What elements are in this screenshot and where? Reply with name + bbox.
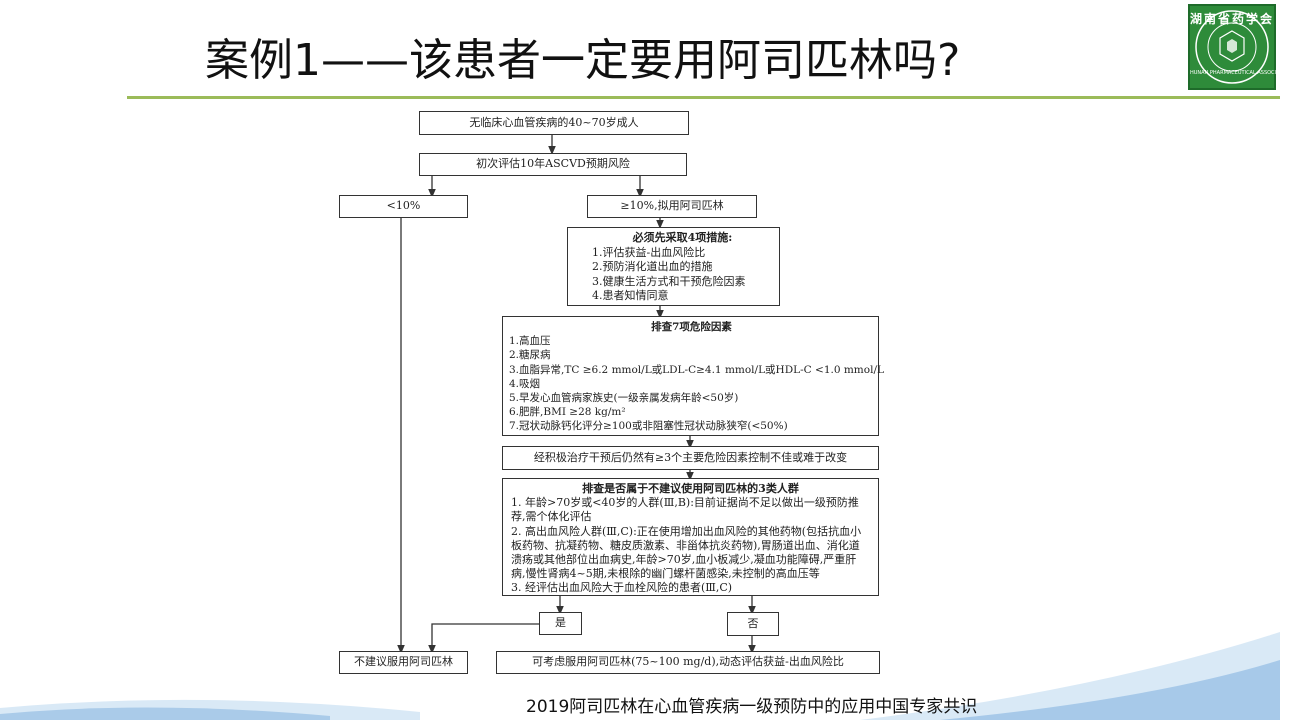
risk-factor-item: 4.吸烟 [509, 377, 541, 390]
exclusion-item: 2. 高出血风险人群(Ⅲ,C):正在使用增加出血风险的其他药物(包括抗血小板药物… [511, 524, 862, 581]
measures-heading: 必须先采取4项措施: [632, 231, 733, 244]
measures-item: 2.预防消化道出血的措施 [592, 260, 713, 273]
association-logo: 湖南省药学会 HUNAN PHARMACEUTICAL ASSOCIATION [1188, 4, 1291, 90]
page-title: 案例1——该患者一定要用阿司匹林吗? [205, 35, 961, 86]
risk-factor-item: 2.糖尿病 [509, 349, 551, 362]
logo-emblem-icon [1195, 10, 1269, 84]
low-risk-box: <10% [339, 195, 468, 218]
measures-item: 4.患者知情同意 [592, 289, 669, 302]
measures-item: 3.健康生活方式和干预危险因素 [592, 274, 746, 288]
start-box: 无临床心血管疾病的40~70岁成人 [419, 111, 689, 135]
risk-factor-item: 5.早发心血管病家族史(一级亲属发病年龄<50岁) [509, 392, 739, 405]
no-box: 否 [727, 612, 779, 636]
risk-factors-box: 排查7项危险因素 1.高血压 2.糖尿病 3.血脂异常,TC ≥6.2 mmol… [502, 316, 884, 436]
exclusion-item: 3. 经评估出血风险大于血栓风险的患者(Ⅲ,C) [511, 581, 733, 595]
risk-factors-heading: 排查7项危险因素 [651, 321, 732, 333]
risk-factor-item: 1.高血压 [509, 335, 551, 348]
assess-box: 初次评估10年ASCVD预期风险 [419, 153, 687, 176]
logo-text: 湖南省药学会 [1190, 12, 1275, 26]
exclusion-heading: 排查是否属于不建议使用阿司匹林的3类人群 [582, 482, 799, 495]
yes-box: 是 [539, 612, 582, 635]
citation: 2019阿司匹林在心血管疾病一级预防中的应用中国专家共识 [526, 697, 978, 717]
logo-subtext: HUNAN PHARMACEUTICAL ASSOCIATION [1190, 70, 1291, 76]
risk-factor-item: 3.血脂异常,TC ≥6.2 mmol/L或LDL-C≥4.1 mmol/L或H… [509, 363, 884, 376]
high-risk-box: ≥10%,拟用阿司匹林 [587, 195, 757, 218]
risk-factor-item: 6.肥胖,BMI ≥28 kg/m² [509, 406, 626, 419]
exclusion-box: 排查是否属于不建议使用阿司匹林的3类人群 1. 年龄>70岁或<40岁的人群(Ⅲ… [502, 478, 879, 596]
consider-aspirin-box: 可考虑服用阿司匹林(75~100 mg/d),动态评估获益-出血风险比 [496, 651, 880, 674]
title-divider [127, 96, 1280, 99]
not-recommended-box: 不建议服用阿司匹林 [339, 651, 468, 674]
measures-box: 必须先采取4项措施: 1.评估获益-出血风险比 2.预防消化道出血的措施 3.健… [567, 227, 780, 306]
exclusion-item: 1. 年龄>70岁或<40岁的人群(Ⅲ,B):目前证据尚不足以做出一级预防推荐,… [511, 496, 859, 524]
risk-factor-item: 7.冠状动脉钙化评分≥100或非阻塞性冠状动脉狭窄(<50%) [509, 420, 788, 433]
measures-item: 1.评估获益-出血风险比 [592, 245, 706, 259]
persist-box: 经积极治疗干预后仍然有≥3个主要危险因素控制不佳或难于改变 [502, 446, 879, 470]
